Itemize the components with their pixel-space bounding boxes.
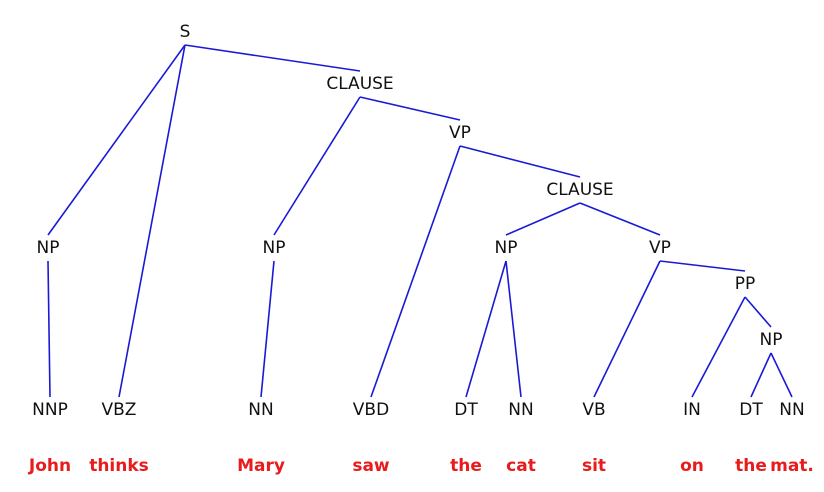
- edge-np3-dt1: [465, 260, 507, 398]
- edge-np4-dt2: [750, 352, 772, 398]
- edge-vp2-pp: [659, 260, 746, 272]
- node-vp1: VP: [449, 123, 471, 143]
- edge-s-vbz: [118, 44, 186, 398]
- node-nn3: NN: [779, 400, 804, 420]
- node-dt2: DT: [739, 400, 763, 420]
- node-dt1: DT: [454, 400, 478, 420]
- word-0: John: [28, 456, 71, 476]
- tree-edges: [47, 44, 793, 398]
- node-vp2: VP: [649, 238, 671, 258]
- node-vbd: VBD: [353, 400, 389, 420]
- word-1: thinks: [89, 456, 149, 476]
- node-pp: PP: [735, 274, 756, 294]
- edge-pp-in: [691, 296, 746, 398]
- word-6: sit: [582, 456, 606, 476]
- word-7: on: [680, 456, 704, 476]
- node-nnp: NNP: [32, 400, 68, 420]
- edge-np1-nnp: [47, 260, 51, 398]
- node-s: S: [180, 22, 191, 42]
- edge-s-clause1: [184, 44, 361, 72]
- word-9: mat.: [770, 456, 814, 476]
- tree-nodes: S NP CLAUSE VP NP CLAUSE NP VP PP NP NNP VBZ NN VBD DT…: [32, 22, 805, 420]
- edge-np2-nn1: [260, 260, 275, 398]
- node-vbz: VBZ: [102, 400, 137, 420]
- word-5: cat: [506, 456, 536, 476]
- edge-s-np1: [47, 44, 186, 236]
- word-2: Mary: [237, 456, 285, 476]
- word-4: the: [450, 456, 482, 476]
- node-in: IN: [683, 400, 701, 420]
- node-clause1: CLAUSE: [326, 74, 393, 94]
- node-np1: NP: [37, 238, 60, 258]
- edge-vp2-vb: [593, 260, 661, 398]
- edge-clause2-vp2: [579, 202, 661, 236]
- word-8: the: [735, 456, 767, 476]
- edge-vp1-clause2: [459, 145, 581, 178]
- node-nn2: NN: [508, 400, 533, 420]
- edge-np4-nn3: [770, 352, 793, 398]
- node-clause2: CLAUSE: [546, 180, 613, 200]
- edge-np3-nn2: [505, 260, 522, 398]
- edge-clause1-vp1: [359, 96, 461, 121]
- node-vb: VB: [582, 400, 605, 420]
- node-nn1: NN: [248, 400, 273, 420]
- edge-pp-np4: [744, 296, 772, 328]
- node-np2: NP: [263, 238, 286, 258]
- node-np3: NP: [495, 238, 518, 258]
- edge-vp1-vbd: [370, 145, 461, 398]
- edge-clause2-np3: [505, 202, 581, 236]
- node-np4: NP: [760, 330, 783, 350]
- edge-clause1-np2: [273, 96, 361, 236]
- word-3: saw: [352, 456, 390, 476]
